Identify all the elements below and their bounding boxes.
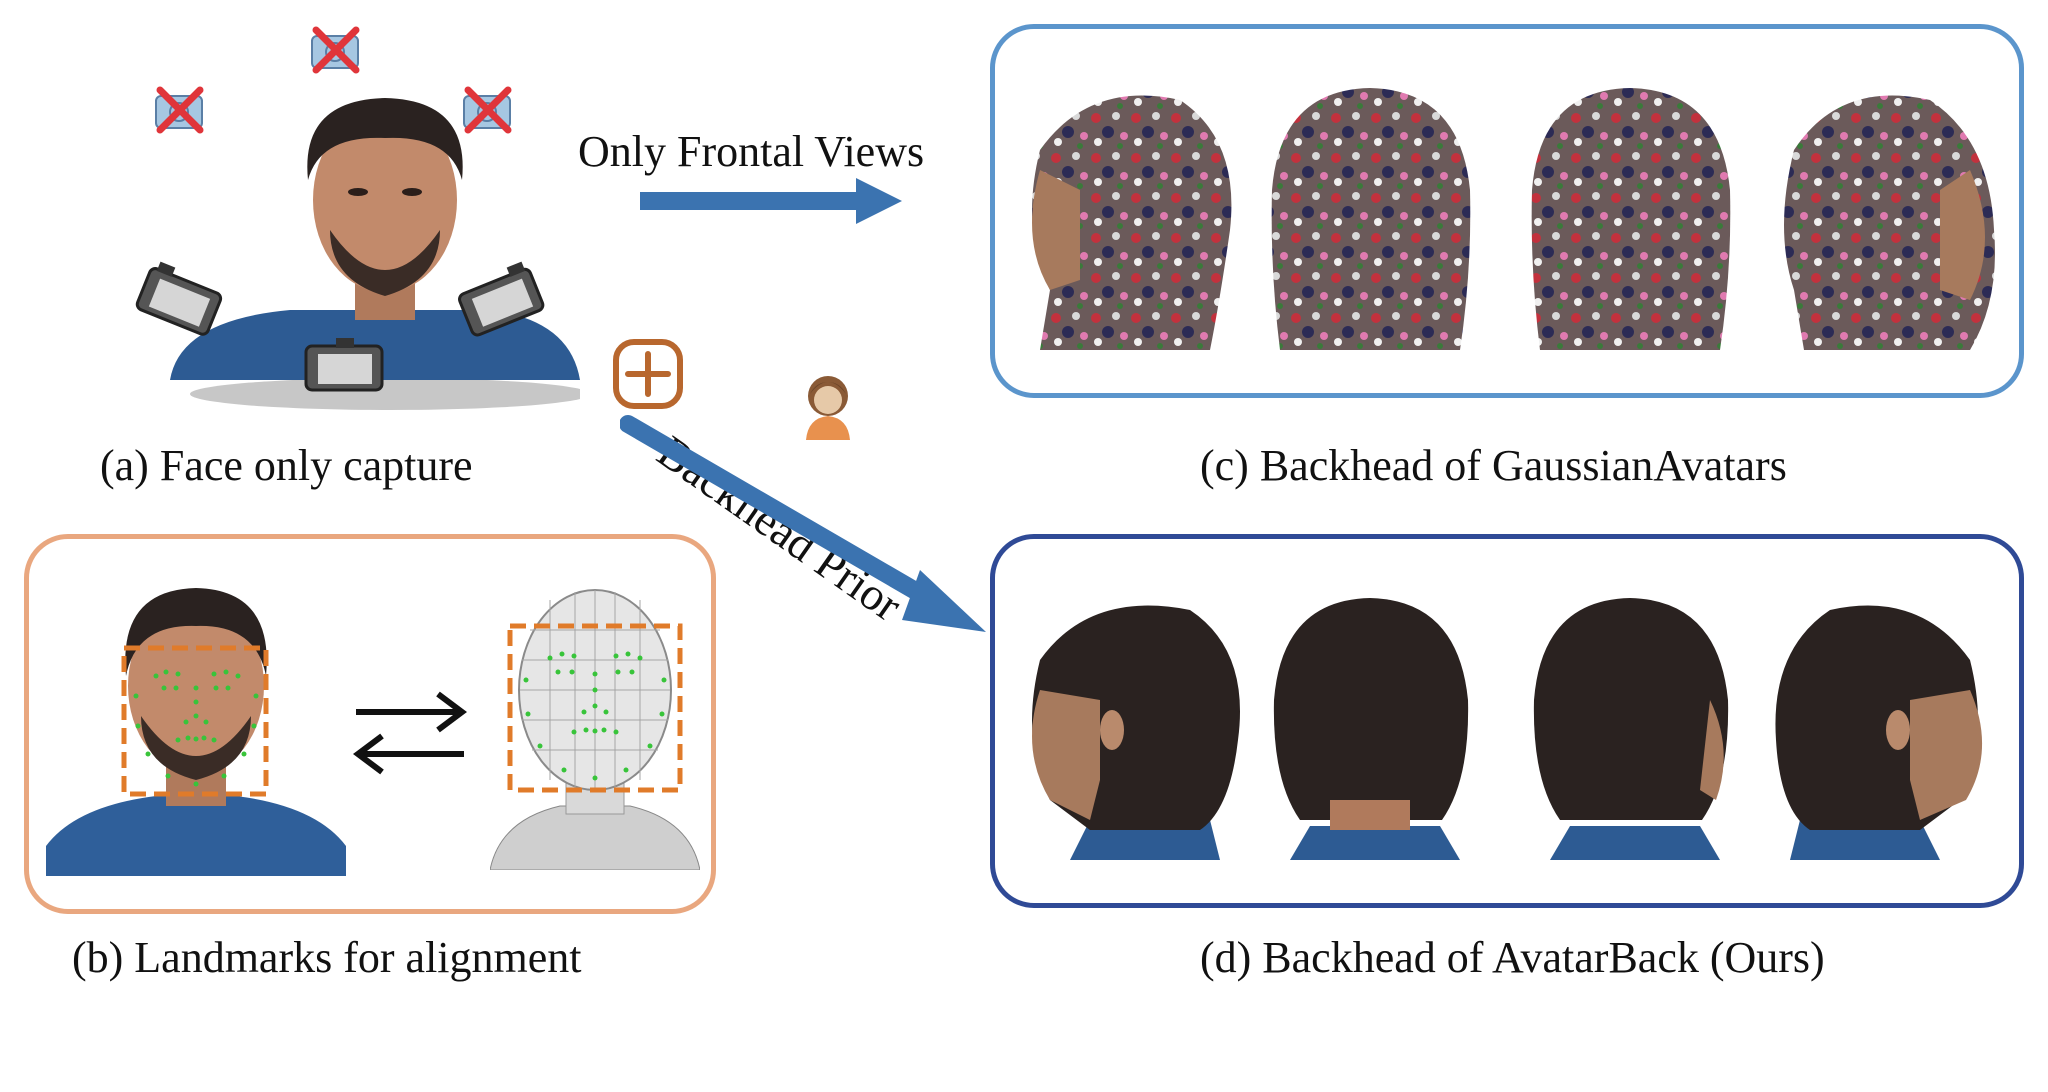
panel-d-frame [990, 534, 2024, 908]
panel-b-frame [24, 534, 716, 914]
camera-icon [135, 261, 223, 336]
plus-icon [613, 339, 683, 409]
avatarback-view-2 [1273, 598, 1469, 860]
gaussian-view-2 [1271, 88, 1471, 350]
gaussian-view-1 [1032, 95, 1232, 350]
gaussian-backhead-row [1010, 70, 2004, 360]
avatarback-view-1 [1032, 605, 1240, 860]
swap-arrows-icon [353, 691, 467, 775]
gaussian-view-4 [1784, 95, 1995, 350]
panel-a [135, 20, 580, 420]
crossed-camera-icon [311, 26, 360, 74]
bottom-arrow [620, 415, 986, 632]
mesh-head-with-landmarks [490, 589, 700, 870]
panel-d-caption: (d) Backhead of AvatarBack (Ours) [1200, 933, 1825, 982]
gaussian-view-3 [1531, 88, 1731, 350]
avatarback-backhead-row [1010, 580, 2004, 870]
panel-a-caption: (a) Face only capture [100, 441, 473, 490]
crossed-camera-icon [463, 86, 512, 134]
top-arrow [640, 178, 902, 224]
top-arrow-label: Only Frontal Views [578, 127, 925, 176]
panel-c-frame [990, 24, 2024, 398]
panel-c-caption: (c) Backhead of GaussianAvatars [1200, 441, 1787, 490]
avatarback-view-4 [1775, 605, 1983, 860]
face-photo-with-landmarks [46, 588, 346, 876]
crossed-camera-icon [155, 86, 204, 134]
head-avatar-icon [806, 376, 850, 440]
avatarback-view-3 [1533, 598, 1729, 860]
camera-icon [304, 338, 384, 392]
camera-icon [458, 261, 545, 337]
panel-b-caption: (b) Landmarks for alignment [72, 933, 582, 982]
